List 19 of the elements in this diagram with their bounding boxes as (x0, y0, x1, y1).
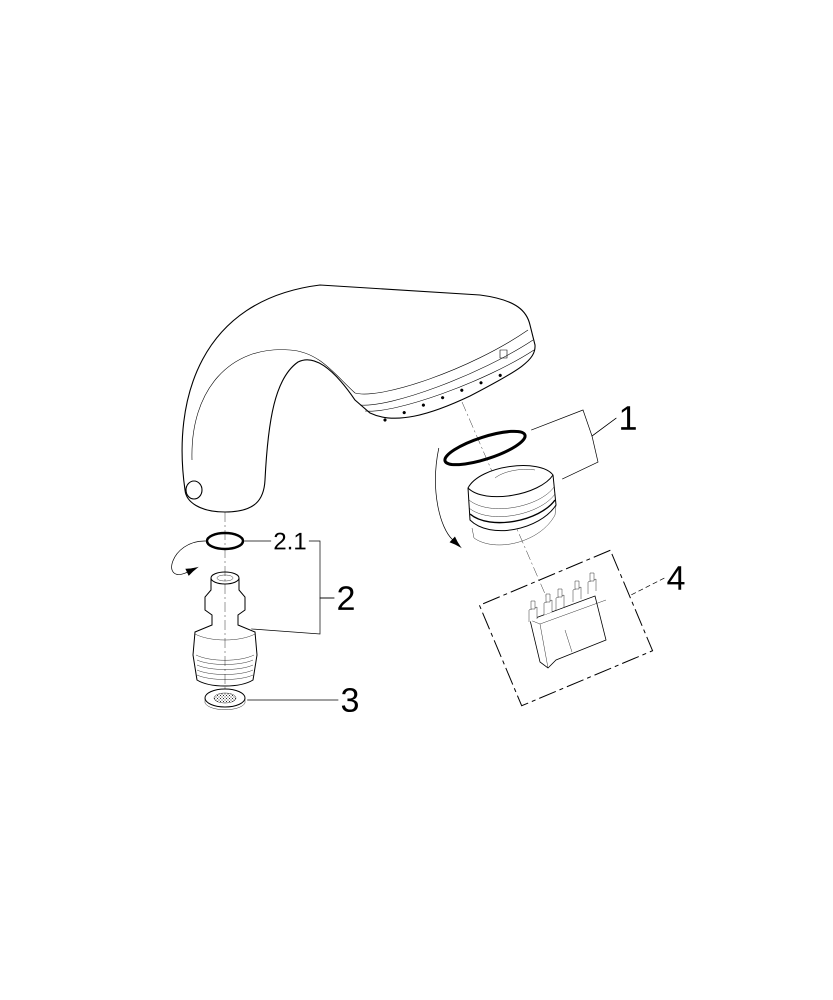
filter-disc-drawing (204, 688, 246, 710)
leader-line (562, 418, 617, 480)
dashed-frame (478, 550, 654, 706)
callout-number: 4 (667, 566, 684, 590)
filter-disc-drawing (214, 692, 236, 704)
curved-arrow (435, 448, 461, 548)
connector-drawing (192, 572, 258, 686)
leader-line (630, 578, 665, 596)
leader-line (250, 598, 335, 634)
leader-line (244, 540, 272, 542)
tool-drawing (528, 572, 606, 669)
callout-number: 2 (338, 586, 354, 610)
callout-number: 3 (342, 688, 358, 712)
callout-number: 2.1 (274, 532, 306, 550)
o-ring-drawing (443, 430, 527, 466)
spray-insert-drawing (468, 465, 556, 546)
callout-number: 1 (621, 406, 636, 430)
o-ring (206, 532, 244, 550)
curved-arrow (171, 540, 206, 576)
